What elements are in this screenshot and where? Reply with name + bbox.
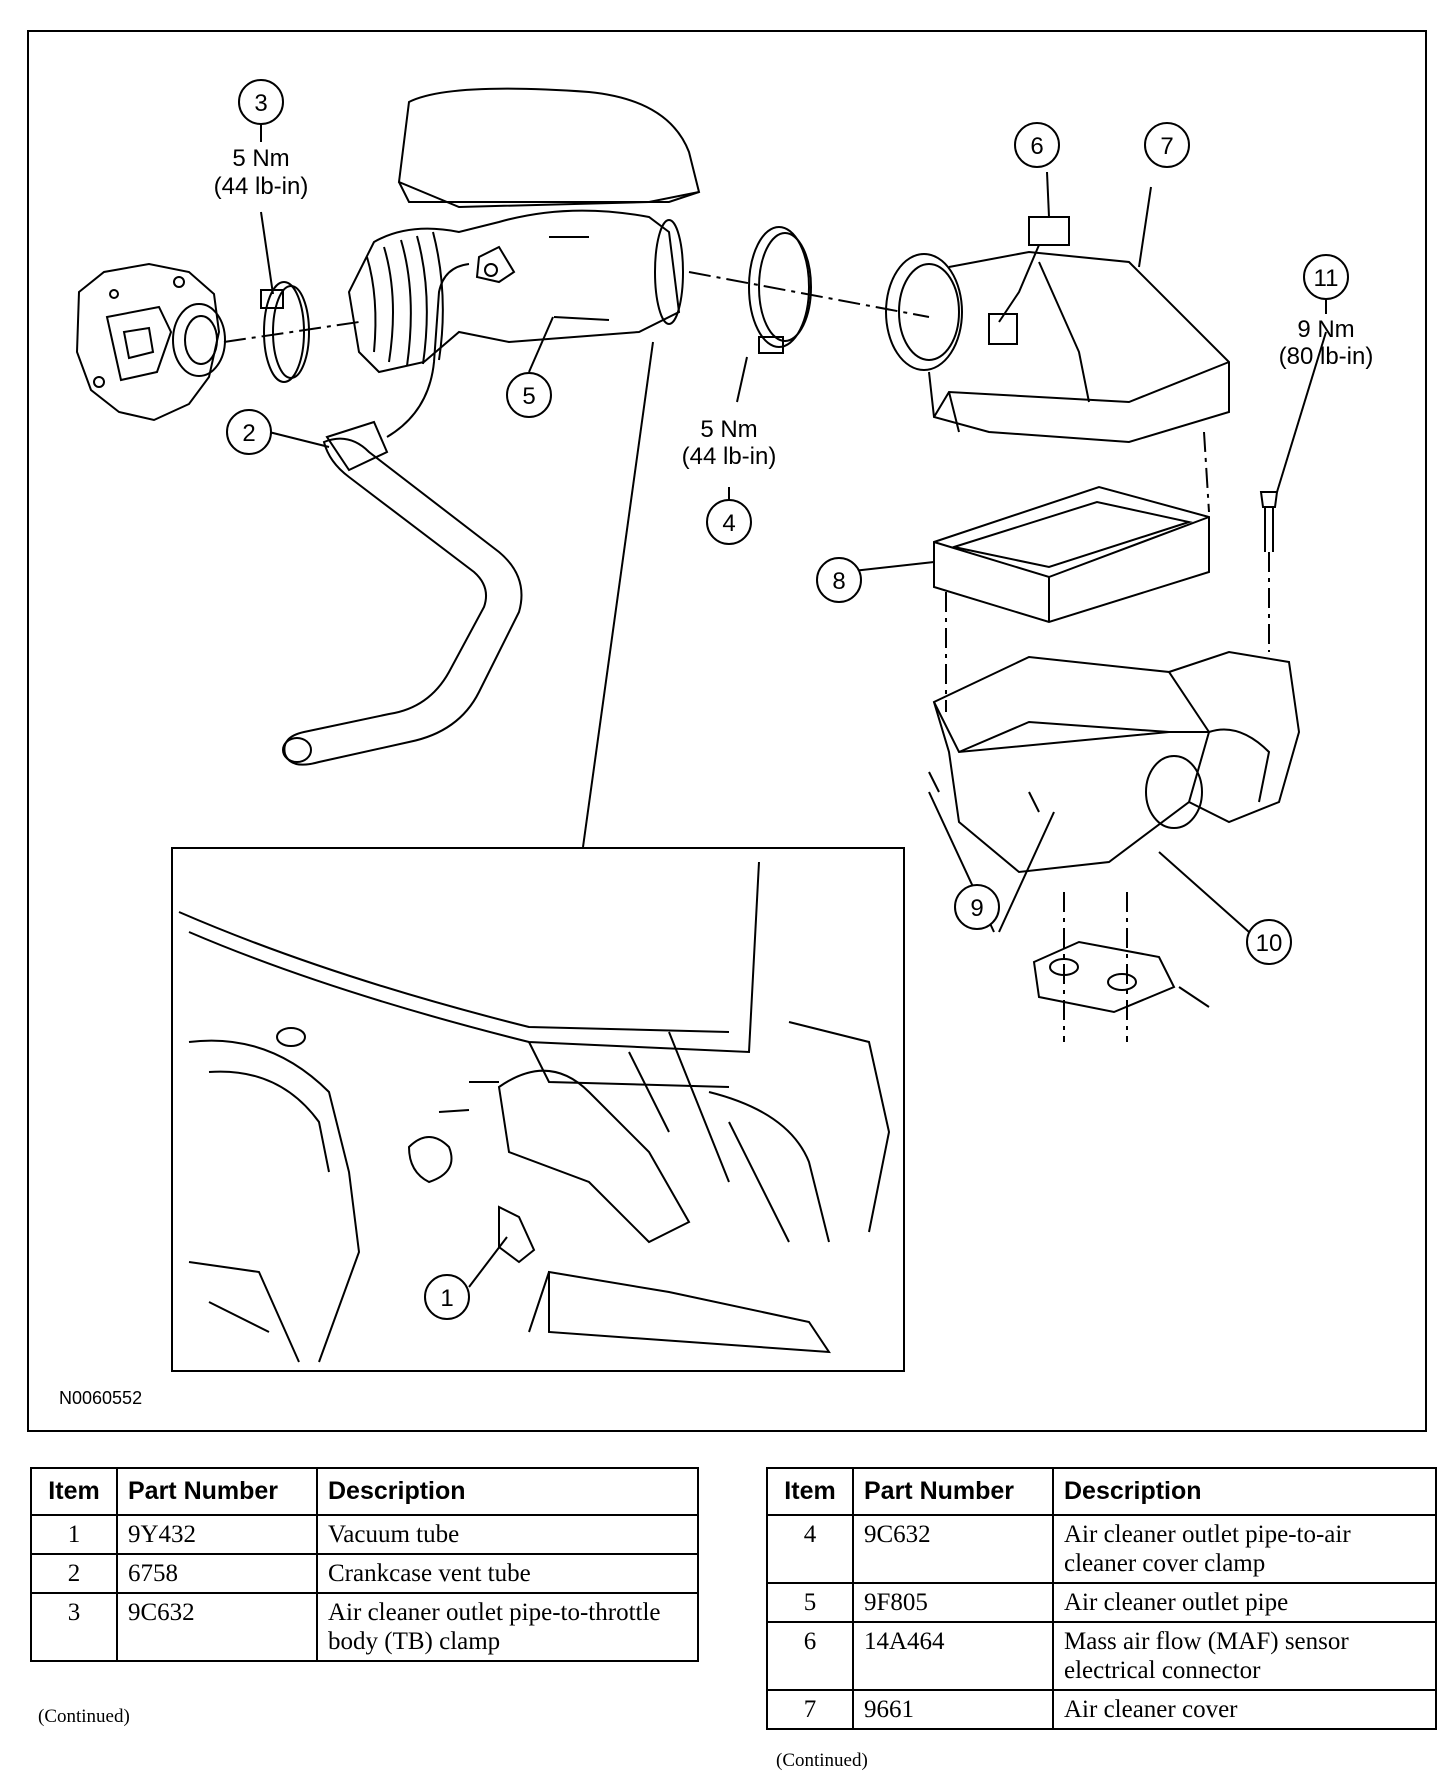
cell-item: 3	[30, 1592, 118, 1662]
torque-11-metric: 9 Nm	[1297, 316, 1354, 343]
air-cleaner-housing-drawing	[928, 650, 1301, 874]
callout-2: 2	[242, 420, 255, 447]
col-part-number-header: Part Number	[852, 1467, 1054, 1516]
callout-6: 6	[1030, 133, 1043, 160]
table-header-row: Item Part Number Description	[766, 1467, 1437, 1516]
torque-4-imperial: (44 lb-in)	[682, 443, 777, 470]
air-filter-drawing	[933, 485, 1210, 624]
callout-3: 3	[254, 90, 267, 117]
crankcase-vent-tube-drawing	[282, 420, 523, 766]
col-item-header: Item	[30, 1467, 118, 1516]
parts-table-2: Item Part Number Description 4 9C632 Air…	[766, 1467, 1437, 1730]
mount-bracket-drawing	[1032, 940, 1210, 1014]
col-part-number-header: Part Number	[116, 1467, 318, 1516]
cell-item: 6	[766, 1621, 854, 1691]
table-row: 7 9661 Air cleaner cover	[766, 1689, 1437, 1730]
continued-note-1: (Continued)	[38, 1706, 130, 1727]
torque-11-imperial: (80 lb-in)	[1279, 343, 1374, 370]
exploded-view-figure: 3 2 4 5 6 7 8 9 10 11 1 5 Nm (44 lb-in) …	[27, 30, 1427, 1432]
torque-3-metric: 5 Nm	[232, 145, 289, 172]
col-description-header: Description	[1052, 1467, 1437, 1516]
table-header-row: Item Part Number Description	[30, 1467, 699, 1516]
callout-8: 8	[832, 568, 845, 595]
col-description-header: Description	[316, 1467, 699, 1516]
cell-part-number: 9C632	[116, 1592, 318, 1662]
table-row: 4 9C632 Air cleaner outlet pipe-to-air c…	[766, 1514, 1437, 1584]
cell-description: Vacuum tube	[316, 1514, 699, 1555]
torque-3-imperial: (44 lb-in)	[214, 173, 309, 200]
callout-9: 9	[970, 895, 983, 922]
outlet-pipe-drawing	[347, 87, 701, 374]
callout-5: 5	[522, 383, 535, 410]
table-row: 1 9Y432 Vacuum tube	[30, 1514, 699, 1555]
cell-item: 1	[30, 1514, 118, 1555]
throttle-body-drawing	[75, 262, 226, 422]
cell-description: Air cleaner outlet pipe-to-air cleaner c…	[1052, 1514, 1437, 1584]
diagram-canvas: 3 2 4 5 6 7 8 9 10 11 1 5 Nm (44 lb-in) …	[59, 79, 1374, 1408]
cell-part-number: 6758	[116, 1553, 318, 1594]
cell-description: Air cleaner outlet pipe-to-throttle body…	[316, 1592, 699, 1662]
figure-id-code: N0060552	[59, 1388, 142, 1408]
cell-item: 5	[766, 1582, 854, 1623]
callout-4: 4	[722, 510, 735, 537]
cell-description: Mass air flow (MAF) sensor electrical co…	[1052, 1621, 1437, 1691]
table-row: 6 14A464 Mass air flow (MAF) sensor elec…	[766, 1621, 1437, 1691]
cell-part-number: 9Y432	[116, 1514, 318, 1555]
cell-part-number: 14A464	[852, 1621, 1054, 1691]
callout-7: 7	[1160, 133, 1173, 160]
cell-description: Crankcase vent tube	[316, 1553, 699, 1594]
cell-item: 2	[30, 1553, 118, 1594]
clamp-4-drawing	[748, 226, 812, 354]
callout-11: 11	[1314, 265, 1339, 292]
table-row: 2 6758 Crankcase vent tube	[30, 1553, 699, 1594]
cell-part-number: 9661	[852, 1689, 1054, 1730]
inset-detail-drawing	[178, 861, 891, 1363]
air-cleaner-cover-drawing	[885, 216, 1230, 444]
torque-4-metric: 5 Nm	[700, 416, 757, 443]
cell-description: Air cleaner cover	[1052, 1689, 1437, 1730]
continued-note-2: (Continued)	[776, 1750, 868, 1771]
cell-item: 4	[766, 1514, 854, 1584]
cell-part-number: 9F805	[852, 1582, 1054, 1623]
callout-10: 10	[1256, 930, 1283, 957]
cell-part-number: 9C632	[852, 1514, 1054, 1584]
clamp-3-drawing	[260, 281, 310, 383]
callout-1: 1	[440, 1285, 453, 1312]
cell-description: Air cleaner outlet pipe	[1052, 1582, 1437, 1623]
table-row: 5 9F805 Air cleaner outlet pipe	[766, 1582, 1437, 1623]
parts-table-1: Item Part Number Description 1 9Y432 Vac…	[30, 1467, 699, 1662]
table-row: 3 9C632 Air cleaner outlet pipe-to-throt…	[30, 1592, 699, 1662]
bolt-11-drawing	[1259, 491, 1279, 552]
col-item-header: Item	[766, 1467, 854, 1516]
cell-item: 7	[766, 1689, 854, 1730]
